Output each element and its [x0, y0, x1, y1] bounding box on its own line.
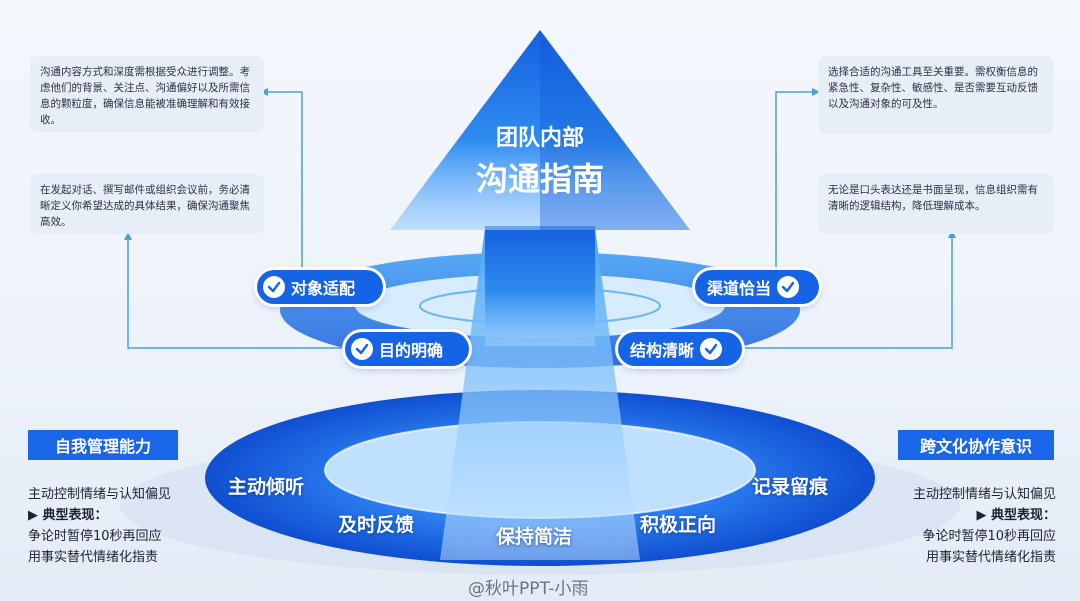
check-icon	[263, 276, 285, 298]
note-top-left: 沟通内容方式和深度需根据受众进行调整。考虑他们的背景、关注点、沟通偏好以及所需信…	[30, 56, 264, 132]
note-mid-right: 无论是口头表达还是书面呈现，信息组织需有清晰的逻辑结构，降低理解成本。	[818, 174, 1054, 234]
right-panel-text: 主动控制情绪与认知偏见 ▶ 典型表现： 争论时暂停10秒再回应 用事实替代情绪化…	[850, 484, 1056, 568]
pill-label: 渠道恰当	[707, 279, 772, 298]
left-line3: 争论时暂停10秒再回应	[28, 529, 162, 544]
ring-label-feedback: 及时反馈	[338, 514, 415, 536]
left-line1: 主动控制情绪与认知偏见	[28, 487, 172, 502]
left-line4: 用事实替代情绪化指责	[28, 550, 159, 565]
pill-label: 对象适配	[291, 279, 356, 298]
left-panel-title: 自我管理能力	[28, 430, 178, 460]
ring-label-positive: 积极正向	[640, 514, 717, 536]
pill-clear-goal: 目的明确	[345, 332, 469, 366]
right-line3: 争论时暂停10秒再回应	[922, 529, 1056, 544]
ring-label-listen: 主动倾听	[228, 476, 305, 498]
pill-label: 结构清晰	[630, 341, 695, 360]
connector-lines	[127, 91, 953, 349]
right-line1: 主动控制情绪与认知偏见	[912, 487, 1056, 502]
ring-label-concise: 保持简洁	[496, 526, 573, 548]
pill-object-fit: 对象适配	[257, 270, 383, 304]
pill-label: 目的明确	[379, 341, 444, 360]
note-top-right: 选择合适的沟通工具至关重要。需权衡信息的紧急性、复杂性、敏感性、是否需要互动反馈…	[818, 56, 1054, 134]
pill-clear-structure: 结构清晰	[618, 332, 742, 366]
watermark: @秋叶PPT-小雨	[468, 579, 589, 599]
check-icon	[351, 338, 373, 360]
ring-label-record: 记录留痕	[752, 476, 829, 498]
arrow-head	[390, 30, 690, 230]
note-mid-left: 在发起对话、撰写邮件或组织会议前，务必清晰定义你希望达成的具体结果，确保沟通聚焦…	[30, 174, 264, 234]
left-line2: ▶ 典型表现：	[28, 508, 108, 523]
left-panel-text: 主动控制情绪与认知偏见 ▶ 典型表现： 争论时暂停10秒再回应 用事实替代情绪化…	[28, 484, 228, 568]
check-icon	[777, 276, 800, 298]
right-line2: ▶ 典型表现：	[976, 508, 1056, 523]
pill-channel-fit: 渠道恰当	[695, 270, 819, 304]
right-line4: 用事实替代情绪化指责	[925, 550, 1056, 565]
center-title-line1: 团队内部	[495, 126, 584, 151]
check-icon	[700, 338, 723, 360]
right-panel-title: 跨文化协作意识	[898, 430, 1054, 460]
center-title-line2: 沟通指南	[475, 160, 604, 198]
